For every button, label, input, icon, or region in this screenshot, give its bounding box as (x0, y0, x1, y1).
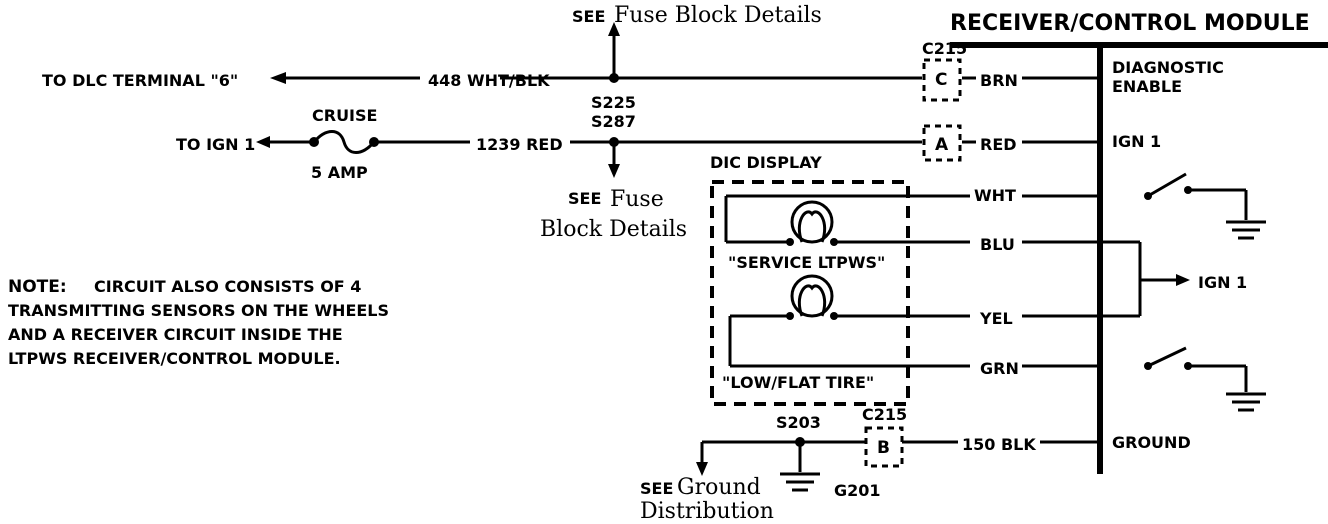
ref-fuse-mid-1: Fuse (610, 187, 664, 212)
see-ground: SEE (640, 479, 673, 498)
connector-c215-bottom: C215 (862, 405, 907, 424)
ref-ground-1: Ground (677, 475, 761, 500)
pin-ground: GROUND (1112, 433, 1191, 452)
lamp1-label: "SERVICE LTPWS" (728, 253, 885, 272)
note-line3: AND A RECEIVER CIRCUIT INSIDE THE (8, 325, 343, 344)
pin-diagnostic-line1: DIAGNOSTIC (1112, 58, 1224, 77)
note-line4: LTPWS RECEIVER/CONTROL MODULE. (8, 349, 341, 368)
ground-label-g201: G201 (834, 481, 881, 500)
label-grn: GRN (980, 359, 1019, 378)
see-mid: SEE (568, 189, 601, 208)
arrow-fuse-down (608, 164, 620, 178)
ref-ground-2: Distribution (640, 499, 774, 524)
switch1-blade (1147, 172, 1187, 198)
label-1239: 1239 RED (476, 135, 563, 154)
arrow-ign-out (1176, 274, 1190, 286)
arrow-ground-down (696, 462, 708, 476)
pin-b: B (877, 438, 890, 458)
fuse-symbol (312, 130, 376, 154)
label-blu: BLU (980, 235, 1015, 254)
lamp2-label: "LOW/FLAT TIRE" (722, 373, 874, 392)
note-head-word: NOTE: (8, 277, 67, 297)
connector-a-box (922, 124, 962, 162)
splice-label-s287: S287 (591, 112, 636, 131)
lamp-low-flat-tire (790, 274, 834, 318)
ref-fuse-mid-2: Block Details (540, 217, 687, 242)
connector-b-box (864, 426, 904, 468)
fuse-name: CRUISE (312, 106, 377, 125)
note-line2: TRANSMITTING SENSORS ON THE WHEELS (8, 301, 389, 320)
label-to-dlc: TO DLC TERMINAL "6" (42, 71, 238, 90)
dic-display-box (710, 180, 910, 406)
connector-c-box (922, 58, 962, 102)
label-yel: YEL (979, 309, 1013, 328)
connector-c215-top: C215 (922, 39, 967, 58)
fuse-rating: 5 AMP (311, 163, 368, 182)
label-wht: WHT (974, 186, 1016, 205)
lamp-service-ltpws (790, 200, 834, 244)
pin-diagnostic-line2: ENABLE (1112, 77, 1182, 96)
module-title: RECEIVER/CONTROL MODULE (950, 11, 1310, 36)
lamp2-filament (797, 284, 827, 317)
note-head: NOTE: (8, 277, 67, 297)
switch2-blade (1147, 346, 1187, 368)
pin-ign1: IGN 1 (1112, 132, 1161, 151)
arrow-to-ign (256, 136, 270, 148)
note-line1: CIRCUIT ALSO CONSISTS OF 4 (94, 277, 361, 296)
label-to-ign: TO IGN 1 (176, 135, 255, 154)
label-brn: BRN (980, 71, 1018, 90)
label-150: 150 BLK (962, 435, 1036, 454)
label-448: 448 WHT/BLK (428, 71, 550, 90)
label-ign-out: IGN 1 (1198, 273, 1247, 292)
splice-label-s225: S225 (591, 93, 636, 112)
see-top: SEE (572, 7, 605, 26)
arrow-fuse-up (608, 22, 620, 36)
lamp1-filament (797, 210, 827, 243)
arrow-to-dlc (270, 72, 286, 84)
lamp1-left-term (786, 238, 794, 246)
pin-a: A (935, 135, 949, 155)
pin-c: C (935, 70, 947, 90)
dic-title: DIC DISPLAY (710, 153, 822, 172)
label-red: RED (980, 135, 1017, 154)
splice-label-s203: S203 (776, 413, 821, 432)
ref-fuse-top: Fuse Block Details (614, 3, 822, 28)
